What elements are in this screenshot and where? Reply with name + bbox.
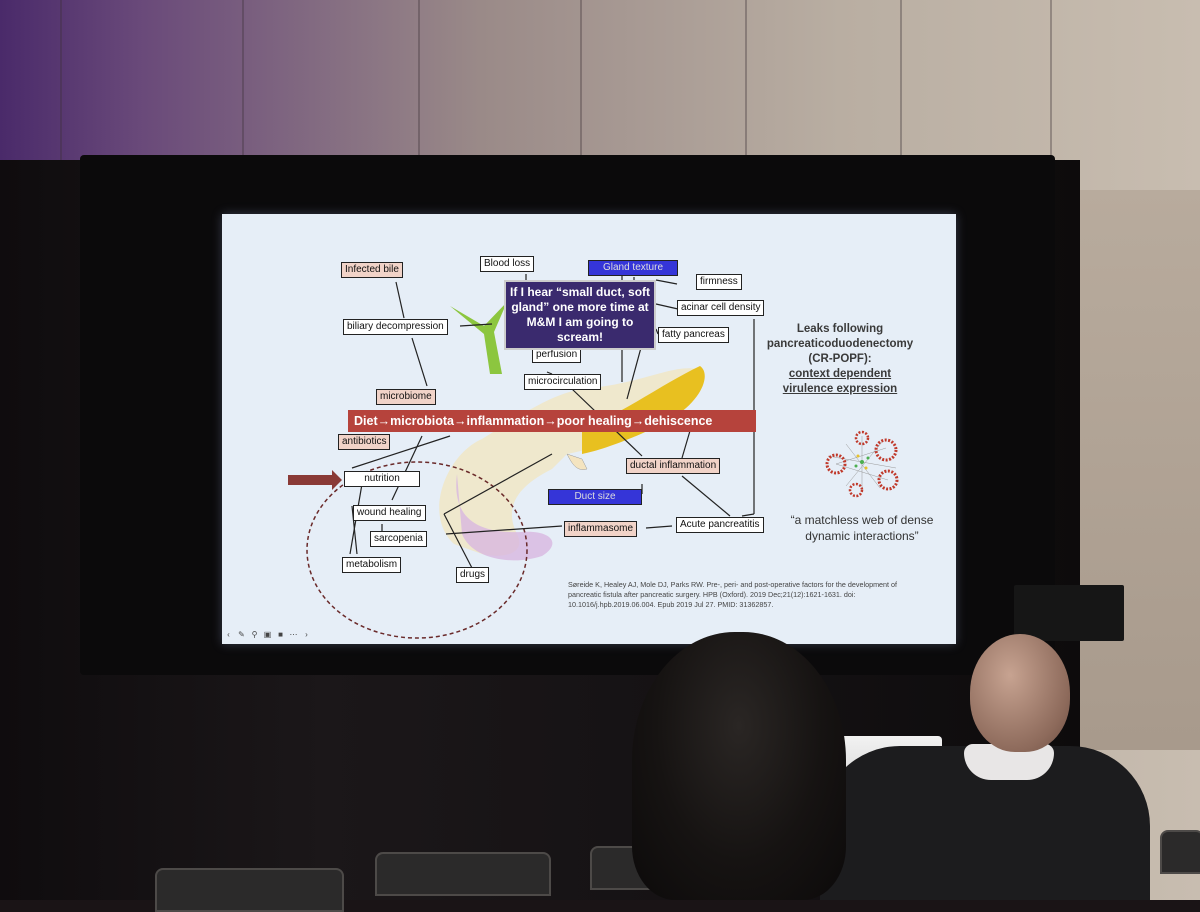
box-drugs: drugs <box>456 567 490 583</box>
box-biliary-decompression: biliary decompression <box>343 319 448 335</box>
zoom-icon[interactable]: ⚲ <box>251 630 258 639</box>
box-blood-loss: Blood loss <box>480 256 535 272</box>
leaks-title-line5: virulence expression <box>782 383 898 395</box>
box-antibiotics: antibiotics <box>338 434 391 450</box>
duodenum-shape <box>456 474 553 561</box>
leaks-title-line3: (CR-POPF): <box>808 353 872 365</box>
box-acinar-cell-density: acinar cell density <box>677 300 765 316</box>
interaction-network-graphic <box>825 430 899 498</box>
audience-member-head-dark-hair <box>632 632 846 900</box>
matchless-web-quote: “a matchless web of dense dynamic intera… <box>790 513 934 543</box>
box-microcirculation: microcirculation <box>524 374 602 390</box>
bile-duct-shape <box>450 302 507 374</box>
diet-pathway-banner: Diet→microbiota→inflammation→poor healin… <box>348 410 756 432</box>
wall-panel-seam <box>1050 0 1052 190</box>
leaks-title-line4: context dependent <box>788 368 892 380</box>
box-infected-bile: Infected bile <box>341 262 403 278</box>
box-microbiome: microbiome <box>376 389 436 405</box>
pen-icon[interactable]: ✎ <box>238 630 245 639</box>
leaks-title-line1: Leaks following <box>796 323 884 335</box>
wall-panel-seam <box>418 0 420 190</box>
box-metabolism: metabolism <box>342 557 402 573</box>
box-fatty-pancreas: fatty pancreas <box>658 327 729 343</box>
audience-chair <box>155 868 344 912</box>
box-inflammasome: inflammasome <box>564 521 638 537</box>
box-firmness: firmness <box>696 274 742 290</box>
box-sarcopenia: sarcopenia <box>370 531 427 547</box>
box-wound-healing: wound healing <box>353 505 426 521</box>
wall-panel-seam <box>60 0 62 190</box>
box-nutrition: nutrition <box>344 471 420 487</box>
small-duct-soft-gland-callout: If I hear “small duct, soft gland” one m… <box>504 280 656 350</box>
presentation-slide: Infected bile Blood loss Gland texture f… <box>222 214 956 644</box>
box-acute-pancreatitis: Acute pancreatitis <box>676 517 764 533</box>
citation-text: Søreide K, Healey AJ, Mole DJ, Parks RW.… <box>568 580 898 609</box>
camera-icon[interactable]: ■ <box>278 630 283 639</box>
wall-panel-seam <box>580 0 582 190</box>
audience-chair <box>1160 830 1200 874</box>
leaks-title: Leaks following pancreaticoduodenectomy … <box>750 322 930 397</box>
more-icon[interactable]: ⋯ <box>289 630 298 639</box>
next-icon[interactable]: › <box>305 630 308 639</box>
captions-icon[interactable]: ▣ <box>263 630 272 639</box>
wall-panel-seam <box>900 0 902 190</box>
wall-panel-seam <box>745 0 747 190</box>
wall-panel-seam <box>242 0 244 190</box>
audience-chair <box>375 852 551 896</box>
slide-toolbar: ‹ ✎ ⚲ ▣ ■ ⋯ › <box>222 630 311 642</box>
box-gland-texture: Gland texture <box>588 260 678 276</box>
box-duct-size: Duct size <box>548 489 642 505</box>
nutrition-arrow <box>288 470 342 490</box>
audience-member-head-bald <box>970 634 1070 752</box>
leaks-title-line2: pancreaticoduodenectomy <box>766 338 914 350</box>
prev-icon[interactable]: ‹ <box>227 630 230 639</box>
nutrition-dashed-circle <box>306 461 528 639</box>
box-ductal-inflammation: ductal inflammation <box>626 458 721 474</box>
stage-speaker <box>1014 585 1124 641</box>
ampulla-shape <box>566 453 588 470</box>
